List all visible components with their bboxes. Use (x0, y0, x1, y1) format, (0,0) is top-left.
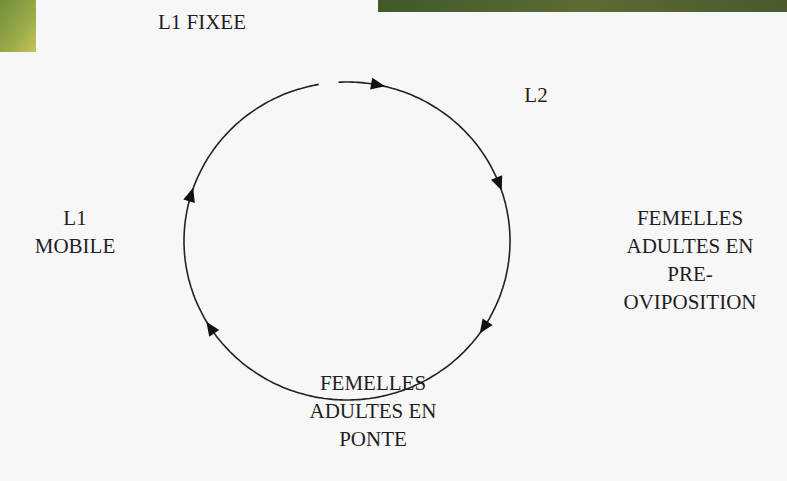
cycle-ring (183, 78, 510, 400)
photo-fragment (0, 0, 36, 52)
arrowhead (183, 188, 195, 203)
arrowhead (370, 78, 385, 90)
arrowhead (480, 318, 493, 333)
stage-label: FEMELLES ADULTES EN PONTE (288, 369, 458, 453)
photo-strip (378, 0, 787, 12)
stage-label: L2 (524, 81, 547, 109)
stage-label: L1 MOBILE (25, 204, 125, 260)
arrowhead (206, 322, 219, 337)
arrowhead (491, 175, 502, 190)
stage-label: FEMELLES ADULTES EN PRE- OVIPOSITION (605, 204, 775, 316)
stage-label: L1 FIXEE (158, 8, 246, 36)
cycle-line (184, 82, 510, 400)
